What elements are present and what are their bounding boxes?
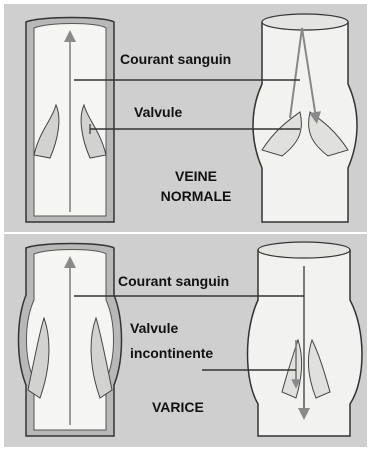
valve-label-bottom-line1: Valvule: [130, 320, 178, 336]
valve-label-bottom-line2: incontinente: [130, 345, 213, 361]
flow-label-bottom: Courant sanguin: [118, 273, 229, 289]
flow-label-top: Courant sanguin: [120, 51, 231, 67]
varicose-vein-left: [19, 244, 122, 437]
normal-vein-right: [253, 14, 357, 222]
valve-label-top: Valvule: [134, 104, 182, 120]
varicose-vein-title: VARICE: [152, 399, 204, 415]
varicose-vein-right: [248, 242, 363, 436]
normal-vein-title-line1: VEINE: [150, 168, 242, 184]
normal-vein-title-line2: NORMALE: [150, 188, 242, 204]
normal-vein-left: [26, 18, 114, 223]
